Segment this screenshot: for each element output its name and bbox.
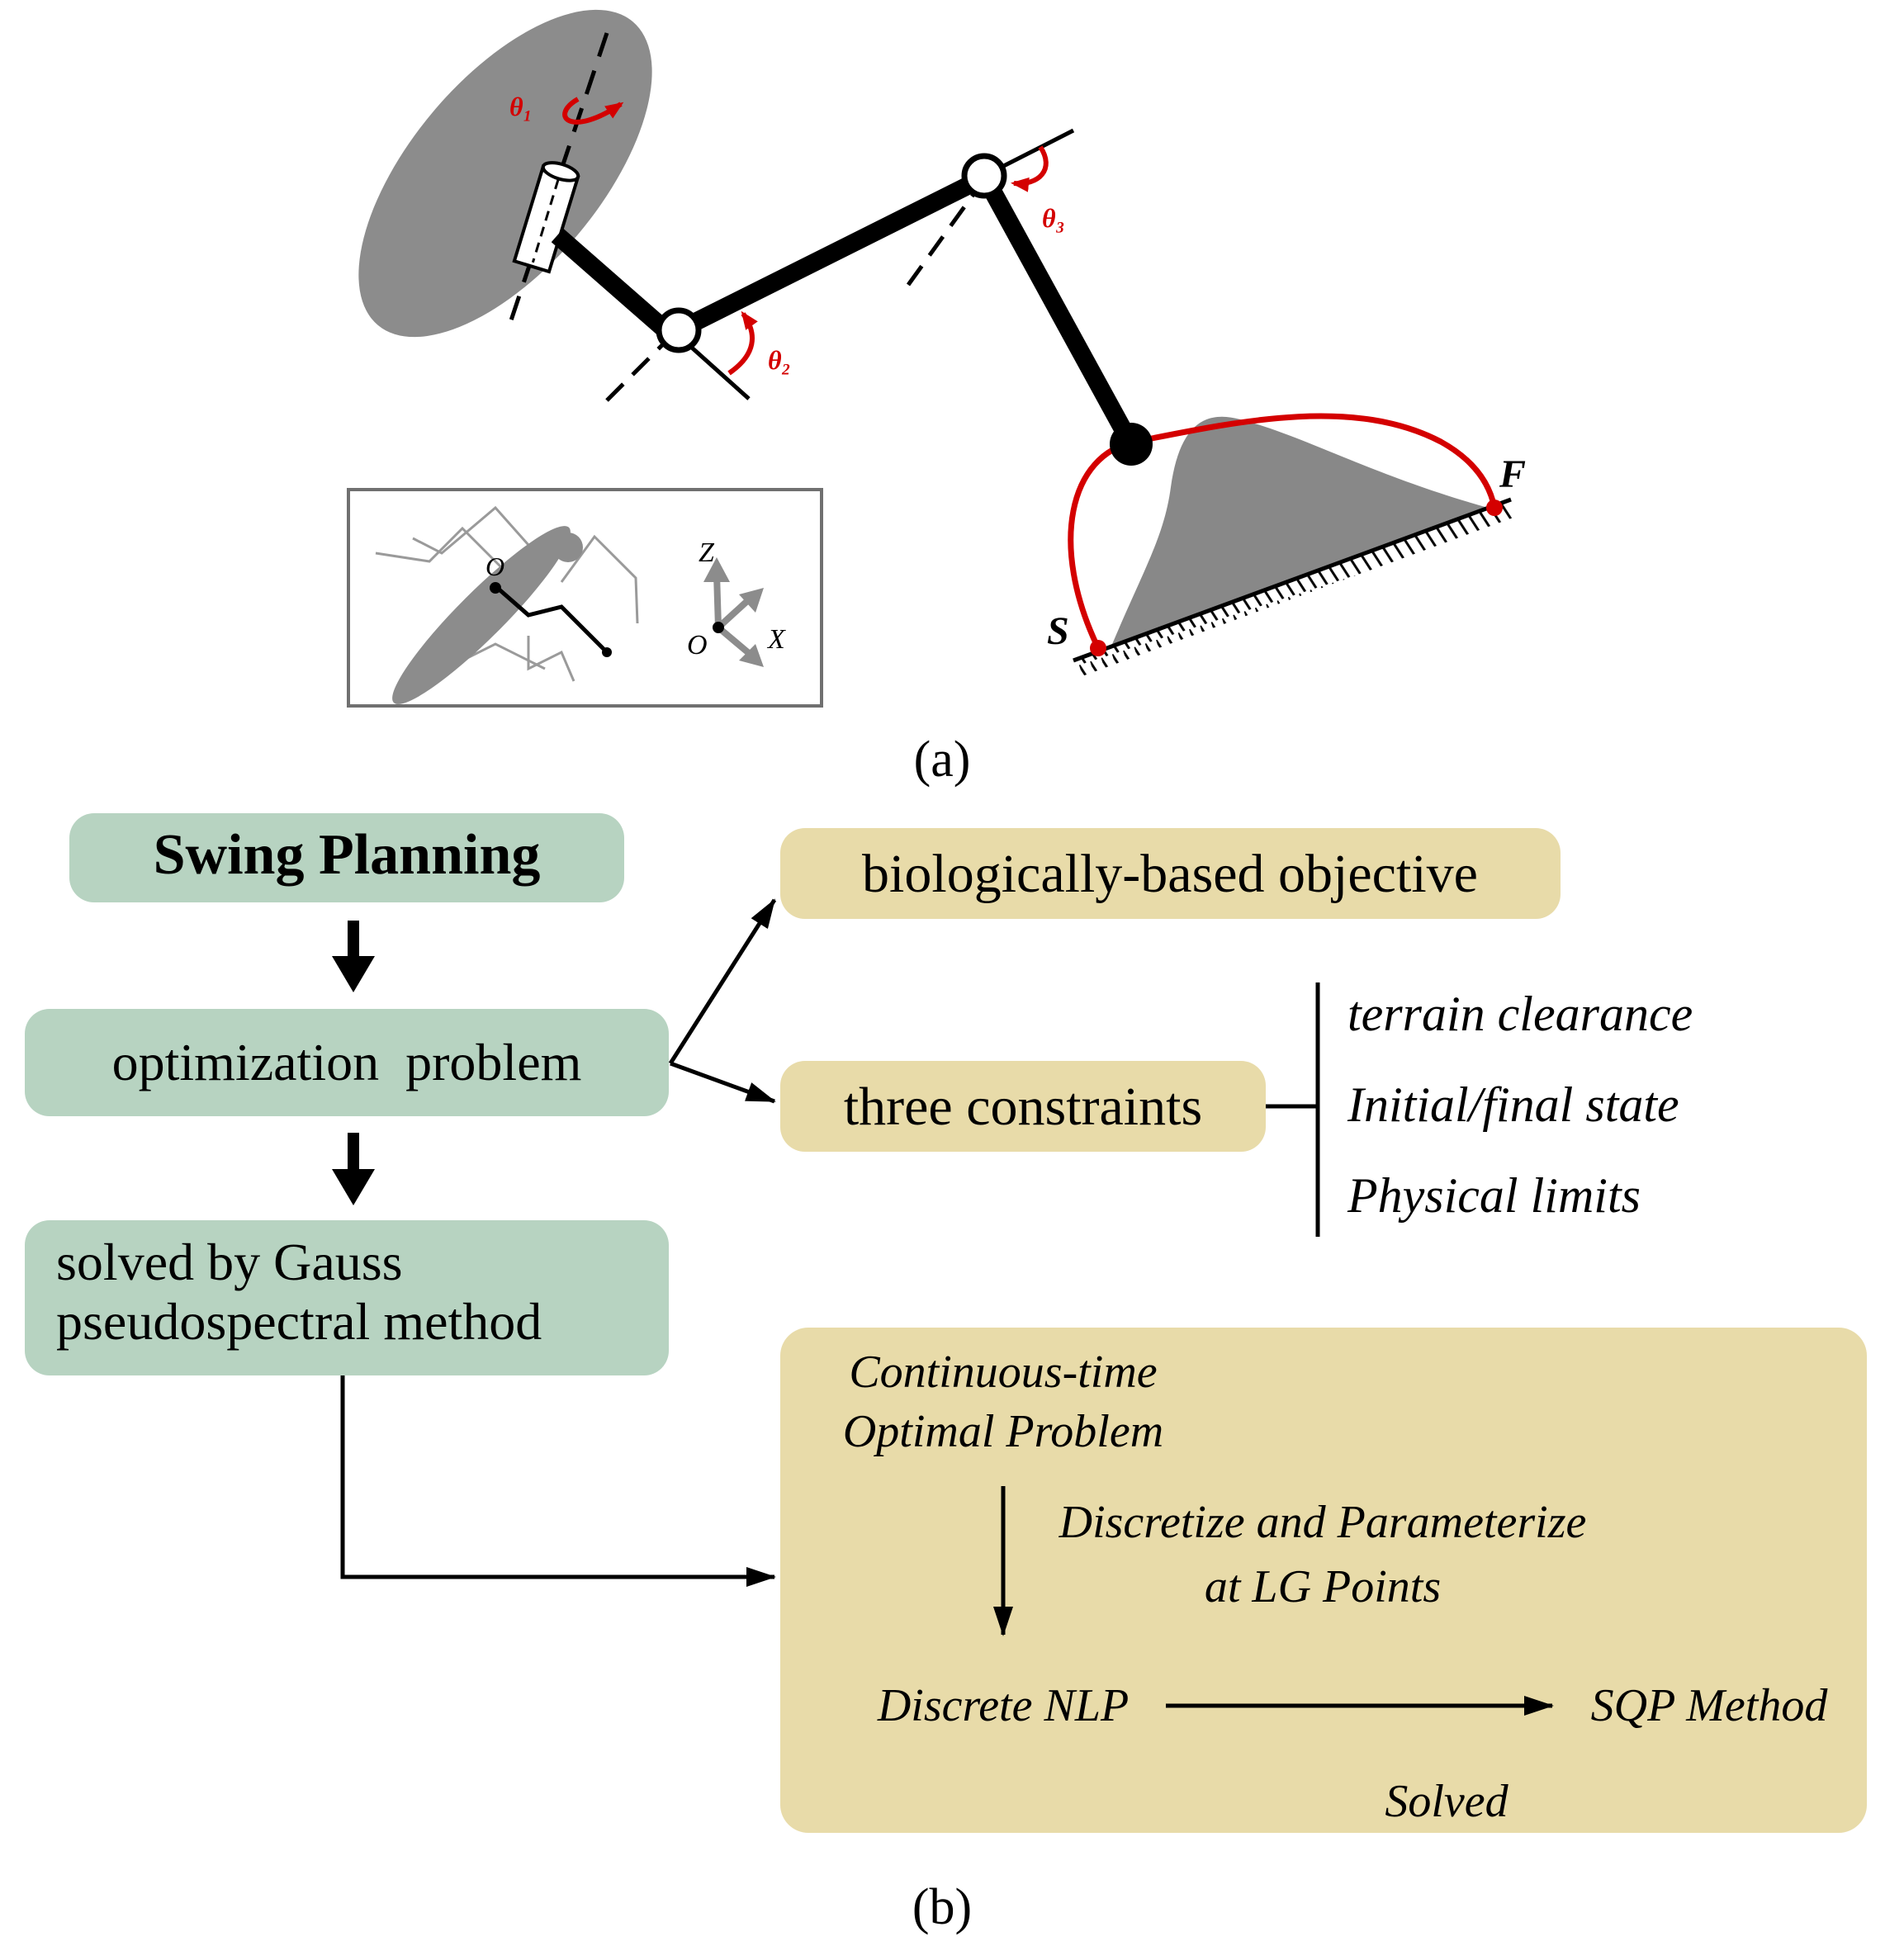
solved-gauss-line2: pseudospectral method bbox=[56, 1292, 542, 1351]
arrow-swing-to-opt-head bbox=[332, 956, 375, 992]
sqp-text: SQP Method bbox=[1591, 1680, 1829, 1731]
theta1-label: θ₁ bbox=[509, 92, 533, 121]
arrow-opt-to-constraints bbox=[670, 1061, 776, 1104]
foot-joint bbox=[1110, 423, 1153, 466]
inset-leg-foot bbox=[602, 647, 612, 657]
inset-leg-highlight bbox=[494, 585, 609, 654]
objective-text: biologically-based objective bbox=[862, 844, 1478, 904]
joint1-axis bbox=[505, 32, 609, 331]
theta3-label: θ₃ bbox=[1042, 203, 1065, 233]
inset-axis-x bbox=[716, 624, 752, 657]
solved-gauss-box bbox=[25, 1220, 669, 1375]
caption-a: (a) bbox=[914, 731, 971, 788]
start-label: S bbox=[1047, 609, 1069, 653]
inset-axis-x-label: X bbox=[766, 624, 786, 655]
ground-hatch bbox=[1073, 499, 1518, 677]
trajectory-arc bbox=[1068, 413, 1498, 650]
constraint-item-1: Initial/final state bbox=[1347, 1077, 1679, 1132]
inset-leg-left-top2 bbox=[412, 505, 530, 555]
caption-b: (b) bbox=[912, 1879, 972, 1935]
arrow-solved-to-gpm bbox=[340, 1375, 776, 1587]
inset-axis-y-head bbox=[739, 588, 764, 613]
finish-label: F bbox=[1499, 452, 1526, 496]
inset-head bbox=[553, 533, 583, 562]
optimization-problem-text: optimization problem bbox=[112, 1033, 582, 1091]
link-2 bbox=[675, 169, 988, 339]
inset-axis-z-label: Z bbox=[699, 537, 715, 568]
inset-axis-y bbox=[716, 599, 750, 630]
inset-origin-label: O bbox=[485, 552, 504, 581]
inset-leg-right-top bbox=[560, 534, 639, 624]
constraints-box bbox=[780, 1061, 1266, 1152]
continuous-line2: Optimal Problem bbox=[843, 1406, 1163, 1457]
solved-gauss-line1: solved by Gauss bbox=[56, 1233, 403, 1291]
body-ellipse bbox=[358, 9, 652, 338]
theta3-arrow bbox=[1011, 145, 1049, 192]
joint3-axis bbox=[906, 180, 985, 286]
inset-leg-bottom-right bbox=[527, 636, 575, 682]
joint1-cylinder bbox=[512, 161, 580, 274]
theta1-arrow bbox=[562, 97, 624, 125]
gpm-process-box bbox=[780, 1328, 1867, 1833]
discrete-nlp-text: Discrete NLP bbox=[877, 1680, 1129, 1731]
optimization-problem-box bbox=[25, 1009, 669, 1116]
inset-box: O Z X O bbox=[347, 488, 823, 708]
terrain-hill bbox=[1111, 416, 1488, 648]
inset-axis-x-head bbox=[739, 644, 764, 667]
inset-origin-dot bbox=[490, 582, 501, 594]
continuous-line1: Continuous-time bbox=[849, 1347, 1157, 1398]
joint2-circle bbox=[656, 307, 702, 353]
inset-body bbox=[392, 526, 571, 704]
theta2-label: θ₂ bbox=[768, 345, 791, 375]
swing-planning-text: Swing Planning bbox=[154, 823, 541, 887]
link-1 bbox=[551, 228, 677, 342]
arrow-opt-to-solved-head bbox=[332, 1169, 375, 1205]
arrow-opt-to-objective bbox=[668, 898, 777, 1065]
discretize-line2: at LG Points bbox=[1205, 1561, 1441, 1612]
solved-text: Solved bbox=[1385, 1776, 1508, 1827]
inset-axis-z-head bbox=[703, 557, 730, 582]
constraints-text: three constraints bbox=[844, 1077, 1202, 1137]
inset-axes-origin bbox=[713, 622, 724, 633]
swing-planning-box bbox=[69, 813, 624, 902]
joint3-circle bbox=[961, 153, 1007, 199]
panel-b-flowchart: Swing Planning optimization problem solv… bbox=[25, 813, 1867, 1935]
discretize-line1: Discretize and Parameterize bbox=[1059, 1497, 1587, 1548]
constraint-item-2: Physical limits bbox=[1347, 1168, 1641, 1223]
inset-axes-origin-label: O bbox=[687, 630, 708, 660]
inset-leg-left-top bbox=[375, 526, 505, 571]
theta2-arrow bbox=[727, 310, 758, 376]
link-3 bbox=[976, 171, 1139, 449]
panel-a-leg-diagram: θ₁ θ₂ θ₃ S F bbox=[347, 9, 1526, 788]
constraint-item-0: terrain clearance bbox=[1347, 987, 1693, 1041]
objective-box bbox=[780, 828, 1561, 919]
finish-point bbox=[1486, 499, 1503, 516]
inset-axis-z bbox=[713, 573, 722, 628]
ground-line bbox=[1073, 497, 1512, 663]
start-point bbox=[1090, 640, 1106, 656]
